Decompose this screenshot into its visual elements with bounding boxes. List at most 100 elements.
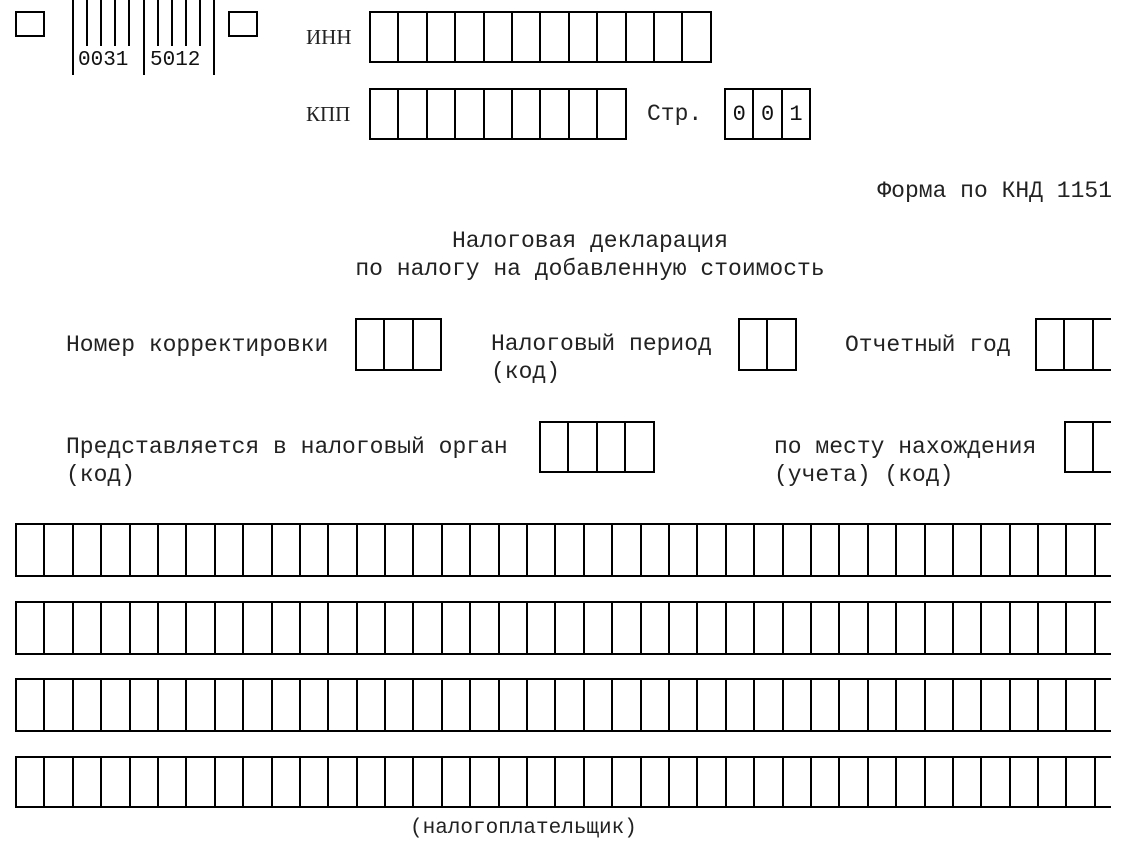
input-cell[interactable] <box>513 90 542 138</box>
input-cell[interactable] <box>131 525 159 575</box>
input-cell[interactable] <box>727 758 756 806</box>
input-cell[interactable] <box>1096 603 1111 653</box>
input-cell[interactable] <box>1067 603 1096 653</box>
input-cell[interactable] <box>897 525 926 575</box>
input-cell[interactable] <box>926 603 954 653</box>
input-cell[interactable] <box>443 758 472 806</box>
input-cell[interactable] <box>954 680 983 730</box>
input-cell[interactable] <box>500 603 529 653</box>
input-cell[interactable] <box>329 603 358 653</box>
input-cell[interactable] <box>45 758 74 806</box>
input-cell[interactable] <box>982 525 1011 575</box>
input-cell[interactable] <box>755 603 784 653</box>
input-cell[interactable] <box>570 90 599 138</box>
input-cell[interactable] <box>627 13 655 61</box>
input-cell[interactable] <box>358 603 387 653</box>
input-cell[interactable] <box>897 603 926 653</box>
input-cell[interactable] <box>926 680 954 730</box>
input-cell[interactable] <box>187 758 216 806</box>
input-cell[interactable] <box>1039 680 1068 730</box>
input-cell[interactable] <box>456 90 485 138</box>
input-cell[interactable] <box>471 603 500 653</box>
input-cell[interactable] <box>329 525 358 575</box>
input-cell[interactable] <box>500 758 529 806</box>
input-cell[interactable] <box>159 603 188 653</box>
input-cell[interactable] <box>598 13 627 61</box>
input-cell[interactable] <box>244 525 273 575</box>
input-cell[interactable] <box>585 525 614 575</box>
input-cell[interactable] <box>954 758 983 806</box>
input-cell[interactable] <box>613 603 642 653</box>
input-cell[interactable] <box>1094 423 1111 471</box>
input-cell[interactable] <box>187 525 216 575</box>
input-cell[interactable] <box>585 758 614 806</box>
input-cell[interactable] <box>414 320 442 369</box>
input-cell[interactable] <box>45 603 74 653</box>
input-cell[interactable] <box>386 680 415 730</box>
input-cell[interactable] <box>385 320 414 369</box>
correction-number-field[interactable] <box>355 318 442 371</box>
input-cell[interactable] <box>982 680 1011 730</box>
input-cell[interactable] <box>386 758 415 806</box>
input-cell[interactable] <box>273 525 301 575</box>
input-cell[interactable] <box>386 603 415 653</box>
input-cell[interactable] <box>1094 320 1111 369</box>
input-cell[interactable] <box>698 680 727 730</box>
input-cell[interactable] <box>357 320 386 369</box>
input-cell[interactable] <box>45 680 74 730</box>
taxpayer-name-row-2[interactable] <box>15 601 1111 655</box>
input-cell[interactable] <box>131 603 159 653</box>
input-cell[interactable] <box>74 758 103 806</box>
input-cell[interactable] <box>371 13 400 61</box>
input-cell[interactable] <box>428 13 457 61</box>
input-cell[interactable] <box>982 758 1011 806</box>
input-cell[interactable] <box>613 758 642 806</box>
input-cell[interactable] <box>727 603 756 653</box>
input-cell[interactable] <box>954 525 983 575</box>
input-cell[interactable] <box>897 680 926 730</box>
input-cell[interactable] <box>358 680 387 730</box>
input-cell[interactable] <box>159 525 188 575</box>
input-cell[interactable] <box>301 525 330 575</box>
input-cell[interactable] <box>541 423 570 471</box>
input-cell[interactable] <box>216 603 245 653</box>
input-cell[interactable] <box>1039 525 1068 575</box>
input-cell[interactable] <box>840 603 869 653</box>
location-field[interactable] <box>1064 421 1111 473</box>
input-cell[interactable] <box>329 758 358 806</box>
tax-authority-field[interactable] <box>539 421 655 473</box>
input-cell[interactable] <box>556 758 585 806</box>
input-cell[interactable] <box>840 680 869 730</box>
input-cell[interactable] <box>1039 758 1068 806</box>
input-cell[interactable] <box>456 13 485 61</box>
input-cell[interactable] <box>626 423 655 471</box>
input-cell[interactable] <box>670 525 699 575</box>
input-cell[interactable] <box>244 680 273 730</box>
input-cell[interactable] <box>187 603 216 653</box>
input-cell[interactable] <box>244 603 273 653</box>
input-cell[interactable] <box>17 525 46 575</box>
input-cell[interactable] <box>585 603 614 653</box>
input-cell[interactable] <box>45 525 74 575</box>
taxpayer-name-row-4[interactable] <box>15 756 1111 808</box>
taxpayer-name-row-3[interactable] <box>15 678 1111 732</box>
input-cell[interactable] <box>1067 525 1096 575</box>
input-cell[interactable] <box>784 603 812 653</box>
input-cell[interactable] <box>414 680 443 730</box>
input-cell[interactable] <box>727 680 756 730</box>
input-cell[interactable] <box>655 13 684 61</box>
input-cell[interactable] <box>642 603 670 653</box>
input-cell[interactable] <box>556 525 585 575</box>
input-cell[interactable] <box>17 603 46 653</box>
input-cell[interactable] <box>1067 758 1096 806</box>
input-cell[interactable] <box>541 13 570 61</box>
input-cell[interactable] <box>399 13 428 61</box>
input-cell[interactable] <box>414 603 443 653</box>
input-cell[interactable] <box>755 680 784 730</box>
input-cell[interactable] <box>443 525 472 575</box>
input-cell[interactable] <box>897 758 926 806</box>
input-cell[interactable] <box>471 758 500 806</box>
input-cell[interactable] <box>528 603 557 653</box>
input-cell[interactable] <box>642 525 670 575</box>
input-cell[interactable] <box>1011 758 1040 806</box>
